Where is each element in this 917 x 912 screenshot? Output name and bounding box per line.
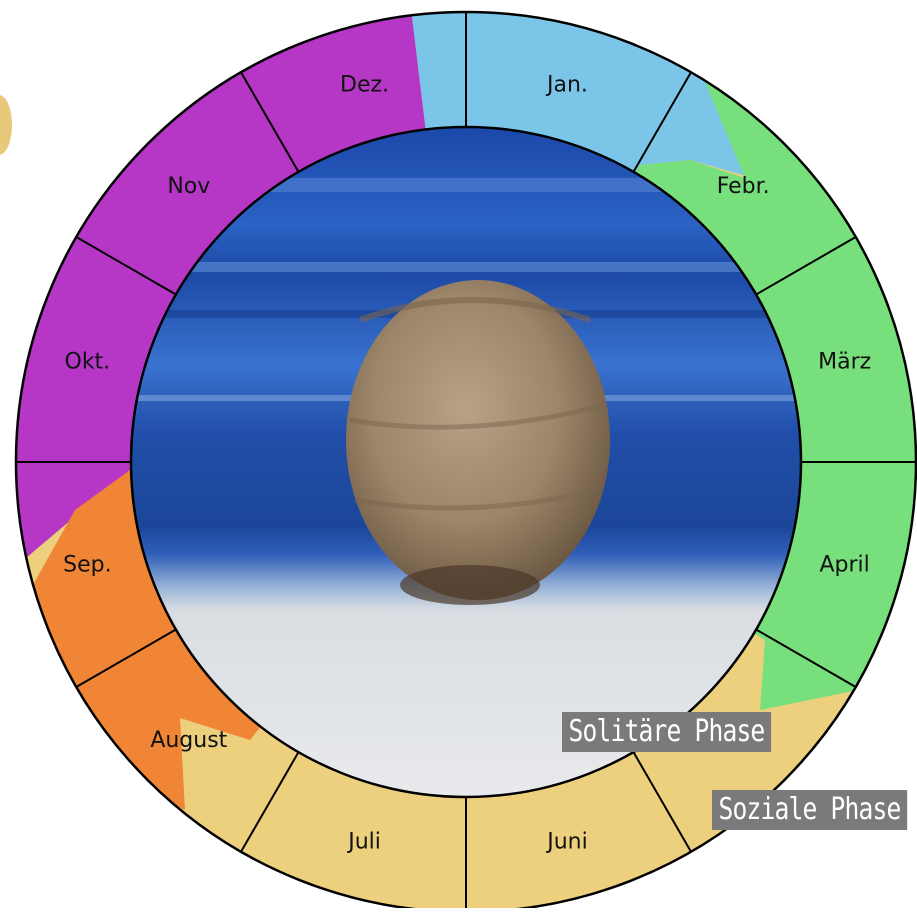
- social-phase-label: Soziale Phase: [712, 790, 907, 830]
- month-label: Febr.: [717, 174, 770, 199]
- month-label: August: [150, 728, 227, 753]
- month-label: Juli: [346, 830, 381, 855]
- month-label: März: [818, 350, 871, 375]
- wasp-nest: [346, 280, 610, 600]
- month-label: Okt.: [65, 350, 111, 375]
- solitary-phase-label: Solitäre Phase: [562, 712, 771, 752]
- month-label: Sep.: [63, 552, 111, 577]
- month-label: Nov: [167, 174, 210, 199]
- month-label: Jan.: [545, 72, 588, 97]
- month-label: Juni: [545, 830, 588, 855]
- month-label: April: [819, 552, 869, 577]
- month-label: Dez.: [340, 72, 389, 97]
